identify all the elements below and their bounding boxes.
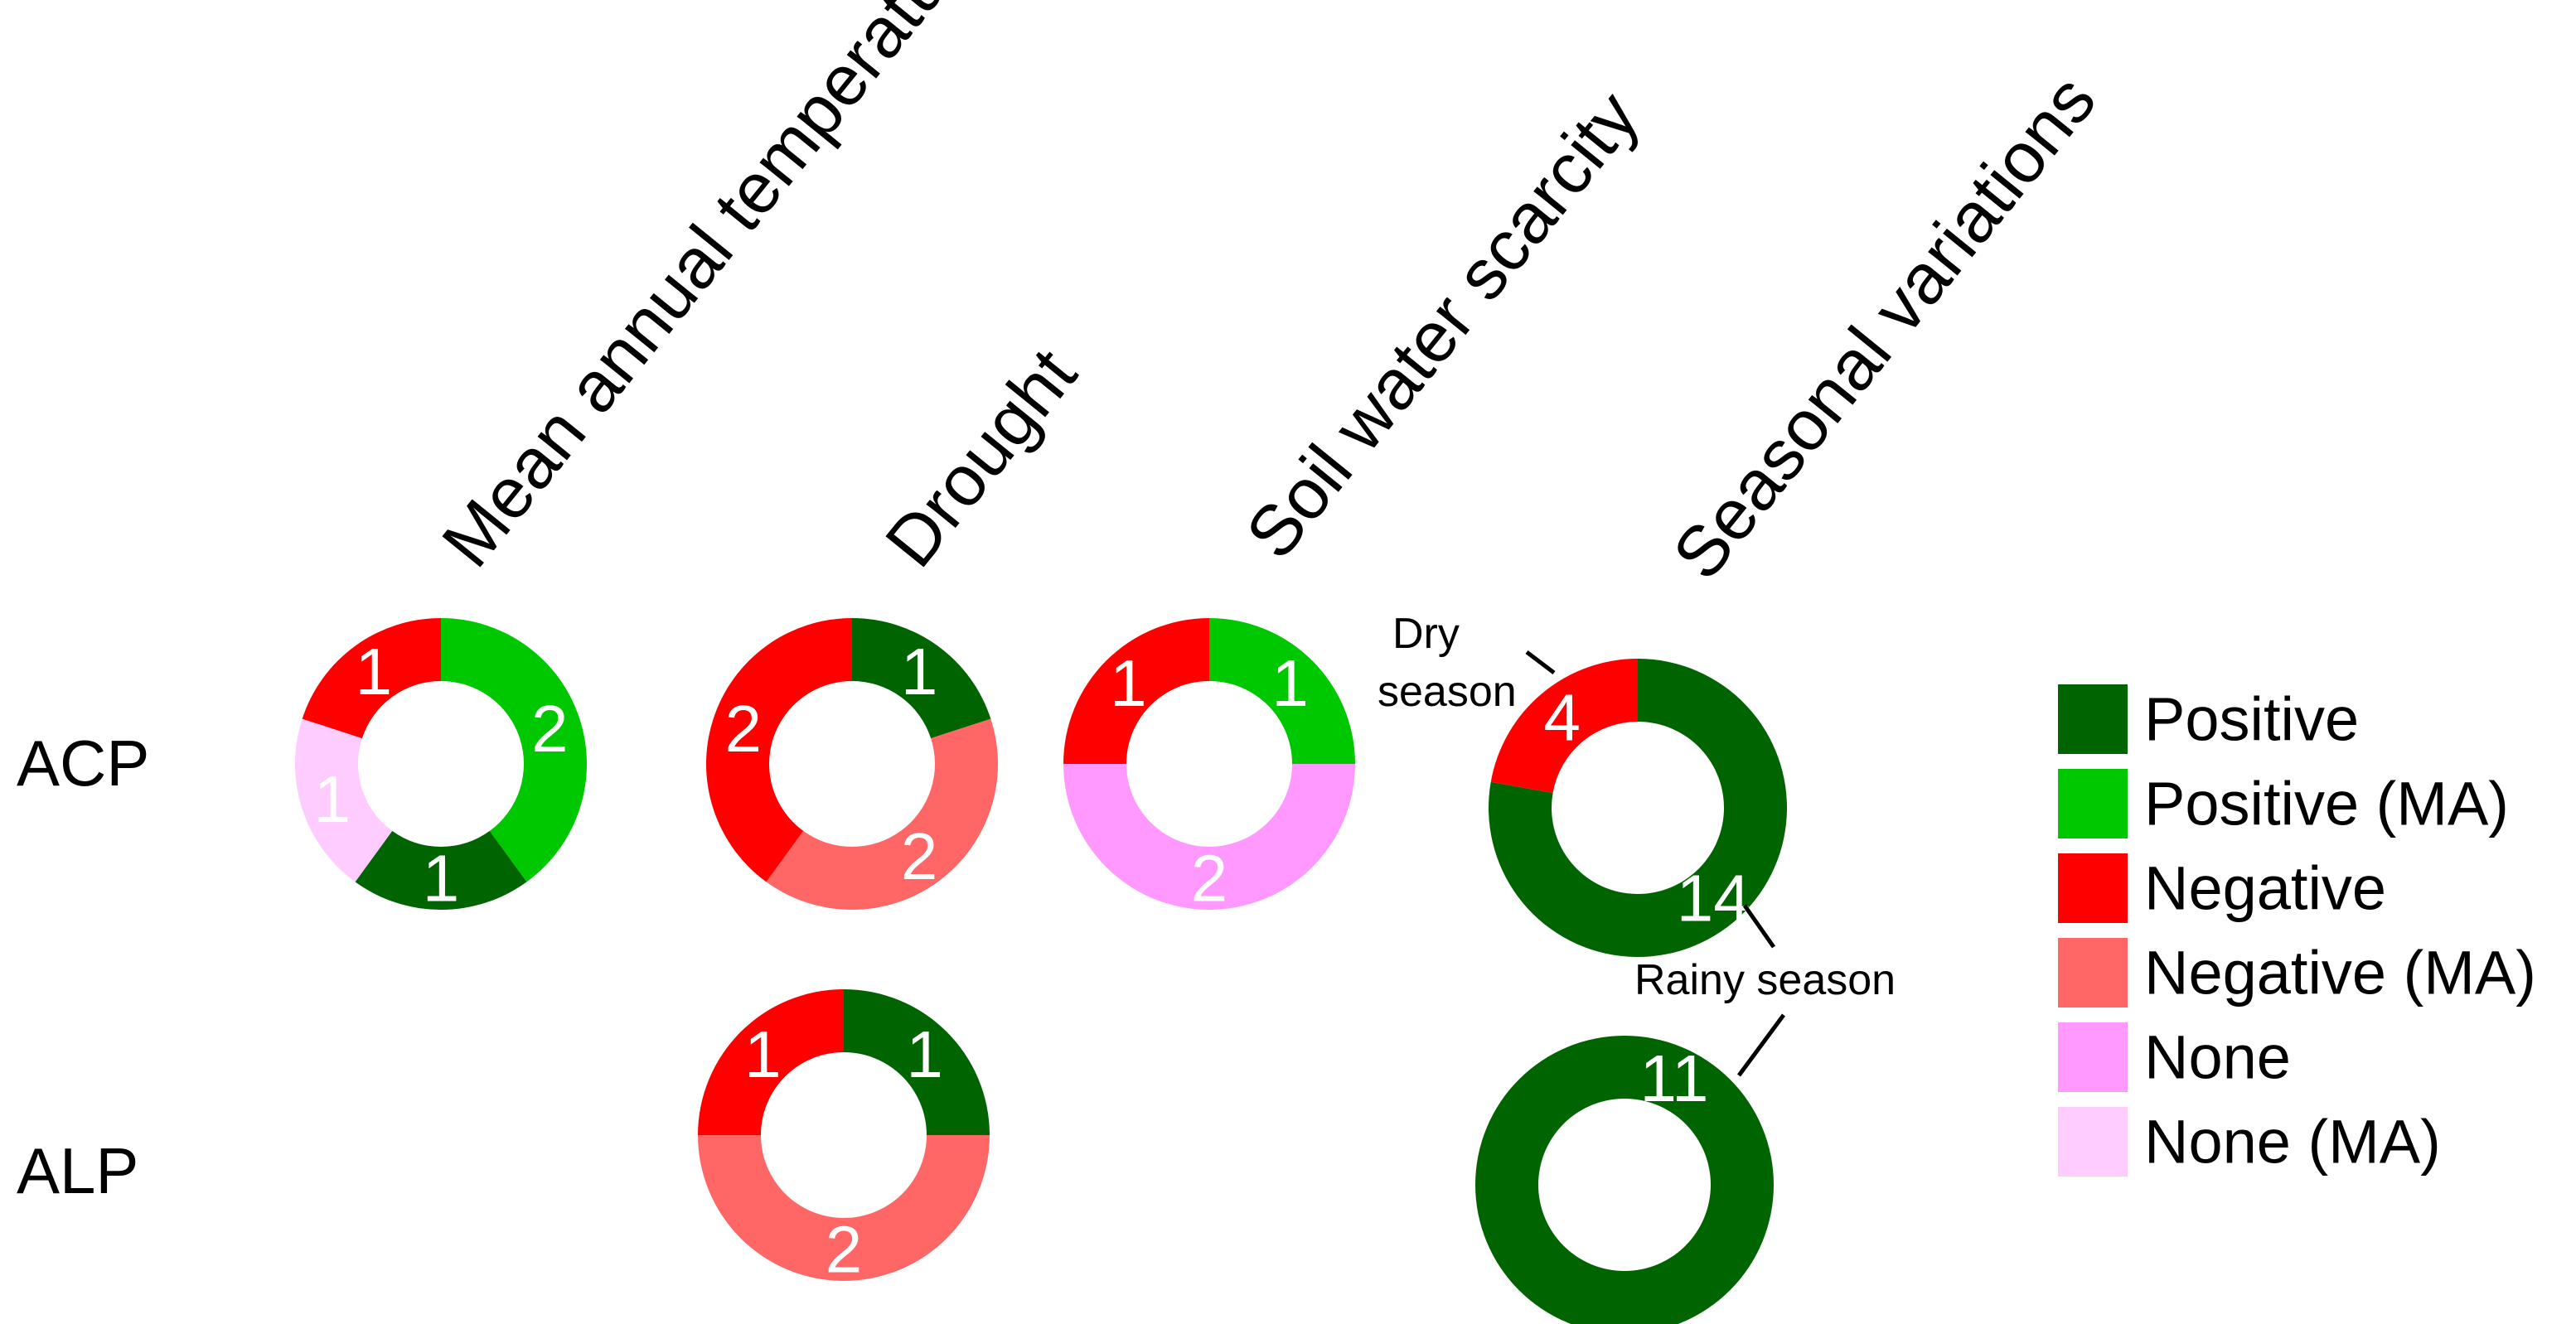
rainy-season-leader-line-upper — [1742, 904, 1776, 949]
slice-value-label: 1 — [1271, 646, 1309, 720]
legend-swatch-negative-ma — [2058, 938, 2128, 1007]
donut-slice-positive-ma — [1209, 618, 1355, 764]
legend-swatch-none — [2058, 1022, 2128, 1092]
row-label-acp: ACP — [17, 727, 149, 800]
row-label-alp: ALP — [17, 1134, 138, 1207]
slice-value-label: 1 — [423, 842, 460, 916]
column-label-drought: Drought — [870, 335, 1092, 582]
slice-value-label: 1 — [314, 762, 351, 836]
slice-value-label: 1 — [901, 635, 938, 708]
legend-swatch-positive-ma — [2058, 769, 2128, 838]
legend-swatch-negative — [2058, 853, 2128, 923]
slice-value-label: 2 — [725, 692, 763, 766]
donut-slice-negative — [302, 618, 441, 739]
legend-label-negative-ma: Negative (MA) — [2144, 939, 2536, 1007]
slice-value-label: 2 — [826, 1213, 863, 1287]
rainy-season-leader-line-lower — [1736, 1013, 1786, 1077]
annotation-dry-season-line1: Dry — [1392, 610, 1460, 658]
donut-slice-negative — [1063, 618, 1209, 764]
donut-acp-seasonal-variations: 14 4 — [1489, 659, 1787, 957]
donut-alp-seasonal-variations: 11 — [1475, 1036, 1774, 1324]
slice-value-label: 4 — [1543, 681, 1581, 755]
donut-slice-none — [1063, 764, 1355, 910]
donut-slice-positive-ma — [441, 618, 587, 882]
slice-value-label: 1 — [906, 1017, 943, 1091]
donut-slice-positive — [844, 989, 990, 1135]
slice-value-label: 2 — [1191, 842, 1228, 916]
slice-value-label: 1 — [744, 1017, 782, 1091]
legend-swatch-none-ma — [2058, 1107, 2128, 1177]
annotation-dry-season-line2: season — [1378, 668, 1517, 716]
donut-slice-negative-ma — [766, 718, 998, 910]
slice-value-label: 1 — [1110, 646, 1147, 720]
donut-slice-negative-ma — [698, 1135, 990, 1281]
donut-acp-drought: 1 2 2 — [706, 618, 998, 910]
donut-slice-negative — [1490, 659, 1638, 793]
column-label-seasonal-variations: Seasonal variations — [1658, 60, 2111, 594]
slice-value-label: 2 — [901, 819, 938, 893]
annotation-rainy-season: Rainy season — [1634, 956, 1896, 1004]
donut-slice-positive — [852, 618, 991, 739]
legend-label-negative: Negative — [2144, 854, 2386, 923]
donut-acp-soil-water-scarcity: 1 2 1 — [1063, 618, 1355, 916]
legend-label-none: None — [2144, 1023, 2291, 1092]
legend-label-none-ma: None (MA) — [2144, 1108, 2441, 1177]
slice-value-label: 11 — [1639, 1041, 1708, 1115]
legend-label-positive: Positive — [2144, 685, 2359, 754]
donut-slice-positive — [355, 830, 527, 910]
legend-swatch-positive — [2058, 684, 2128, 754]
legend-label-positive-ma: Positive (MA) — [2144, 770, 2509, 838]
donut-slice-positive — [1475, 1036, 1774, 1324]
dry-season-leader-line — [1525, 650, 1556, 674]
donut-alp-drought: 1 2 1 — [698, 989, 990, 1287]
slice-value-label: 2 — [531, 692, 569, 766]
donut-slice-none-ma — [295, 718, 393, 882]
column-label-soil-water-scarcity: Soil water scarcity — [1231, 77, 1654, 573]
slice-value-label: 1 — [356, 635, 393, 708]
slice-value-label: 14 — [1677, 861, 1750, 935]
donut-slice-negative — [706, 618, 852, 882]
donut-slice-negative — [698, 989, 844, 1135]
donut-slice-positive — [1489, 659, 1787, 957]
